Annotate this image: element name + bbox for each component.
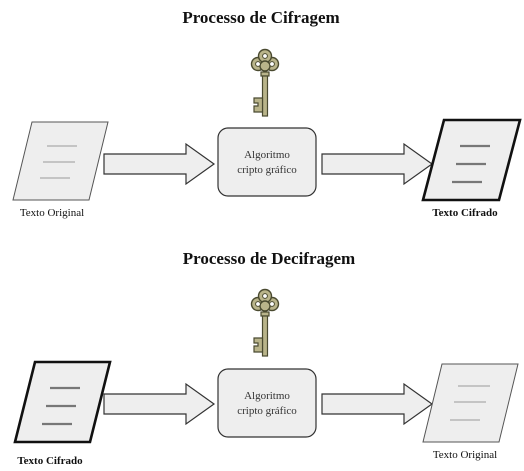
cipher-document-icon: [15, 362, 110, 442]
algorithm-box: Algoritmo cripto gráfico: [218, 369, 316, 437]
algorithm-label-line1: Algoritmo: [244, 149, 290, 161]
right-arrow-icon: [104, 384, 214, 424]
decryption-section: Processo de Decifragem Texto Cifrado Alg…: [15, 249, 518, 467]
plain-document-icon: [13, 122, 108, 200]
algorithm-label-line1: Algoritmo: [244, 390, 290, 402]
encryption-section: Processo de Cifragem Texto Original Algo…: [13, 8, 520, 219]
decryption-output-label: Texto Original: [433, 449, 497, 461]
decryption-title: Processo de Decifragem: [183, 249, 355, 268]
key-icon: [252, 50, 279, 117]
right-arrow-icon: [104, 144, 214, 184]
algorithm-label-line2: cripto gráfico: [237, 164, 297, 176]
key-icon: [252, 290, 279, 357]
encryption-input-label: Texto Original: [20, 207, 84, 219]
cipher-document-icon: [423, 120, 520, 200]
decryption-input-label: Texto Cifrado: [17, 455, 83, 467]
right-arrow-icon: [322, 144, 432, 184]
encryption-title: Processo de Cifragem: [182, 8, 339, 27]
encryption-output-label: Texto Cifrado: [432, 207, 498, 219]
plain-document-icon: [423, 364, 518, 442]
algorithm-label-line2: cripto gráfico: [237, 405, 297, 417]
algorithm-box: Algoritmo cripto gráfico: [218, 128, 316, 196]
right-arrow-icon: [322, 384, 432, 424]
